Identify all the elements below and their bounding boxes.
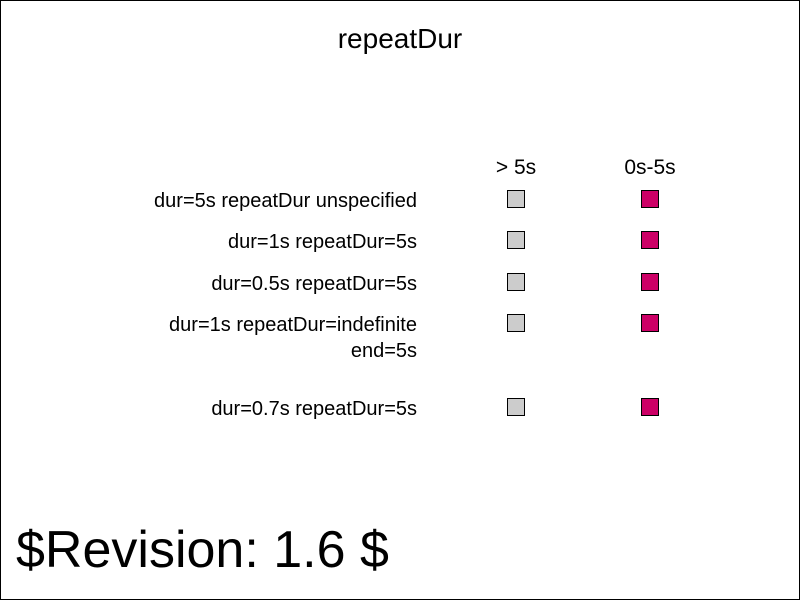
row-label-line: dur=1s repeatDur=indefinite — [169, 314, 417, 336]
row-label-line-2: end=5s — [350, 340, 417, 362]
magenta-indicator-box — [641, 231, 659, 249]
grey-indicator-box — [507, 273, 525, 291]
magenta-indicator-box — [641, 314, 659, 332]
page-title: repeatDur — [337, 23, 463, 54]
magenta-indicator-box — [641, 190, 659, 208]
row-label: dur=1s repeatDur=indefinite end=5s — [17, 312, 417, 364]
column-header-greater-than-5s: > 5s — [495, 156, 537, 179]
row-label: dur=5s repeatDur unspecified — [17, 188, 417, 214]
magenta-indicator-box — [641, 273, 659, 291]
revision-label: $Revision: 1.6 $ — [16, 521, 389, 579]
magenta-indicator-box — [641, 398, 659, 416]
grey-indicator-box — [507, 314, 525, 332]
row-label-line: dur=0.5s repeatDur=5s — [211, 273, 417, 295]
row-label-line: dur=0.7s repeatDur=5s — [211, 398, 417, 420]
row-label-line: dur=1s repeatDur=5s — [227, 231, 417, 253]
row-label: dur=0.7s repeatDur=5s — [17, 396, 417, 422]
row-label: dur=0.5s repeatDur=5s — [17, 271, 417, 297]
grey-indicator-box — [507, 398, 525, 416]
grey-indicator-box — [507, 231, 525, 249]
grey-indicator-box — [507, 190, 525, 208]
column-header-0s-5s: 0s-5s — [624, 156, 676, 179]
row-label: dur=1s repeatDur=5s — [17, 229, 417, 255]
row-label-line: dur=5s repeatDur unspecified — [154, 190, 417, 212]
